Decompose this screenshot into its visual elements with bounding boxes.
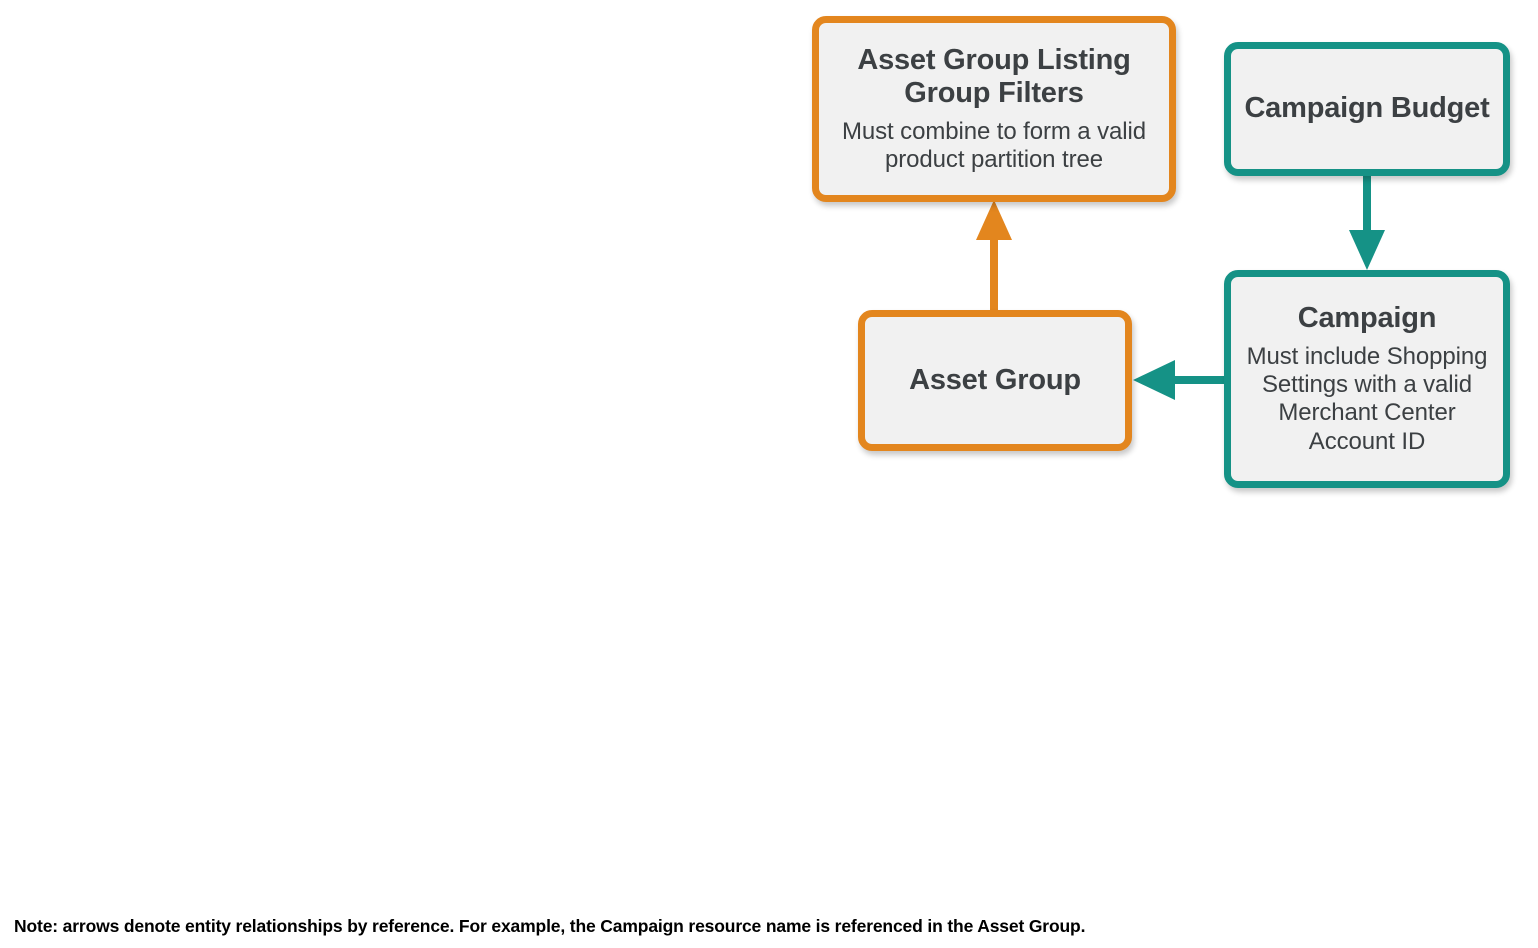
node-title: Campaign Budget — [1244, 92, 1490, 125]
footer-note: Note: arrows denote entity relationships… — [14, 916, 1086, 936]
node-campaign-budget[interactable]: Campaign Budget — [1224, 42, 1510, 176]
edge-campaign-to-asset-group — [1133, 360, 1226, 400]
edge-asset-group-to-listing-group-filters — [976, 200, 1012, 312]
node-asset-group-listing-group-filters[interactable]: Asset Group Listing Group Filters Must c… — [812, 16, 1176, 202]
node-title: Asset Group — [909, 363, 1081, 396]
node-campaign[interactable]: Campaign Must include Shopping Settings … — [1224, 270, 1510, 488]
node-description: Must include Shopping Settings with a va… — [1246, 343, 1488, 455]
node-description: Must combine to form a valid product par… — [842, 118, 1146, 174]
node-title: Asset Group Listing Group Filters — [857, 43, 1131, 110]
edge-campaign-budget-to-campaign — [1349, 174, 1385, 270]
arrowhead-teal-down — [1349, 230, 1385, 270]
arrowhead-teal-left — [1133, 360, 1175, 400]
node-title: Campaign — [1297, 302, 1437, 335]
arrowhead-orange-up — [976, 200, 1012, 240]
node-asset-group[interactable]: Asset Group — [858, 310, 1132, 451]
